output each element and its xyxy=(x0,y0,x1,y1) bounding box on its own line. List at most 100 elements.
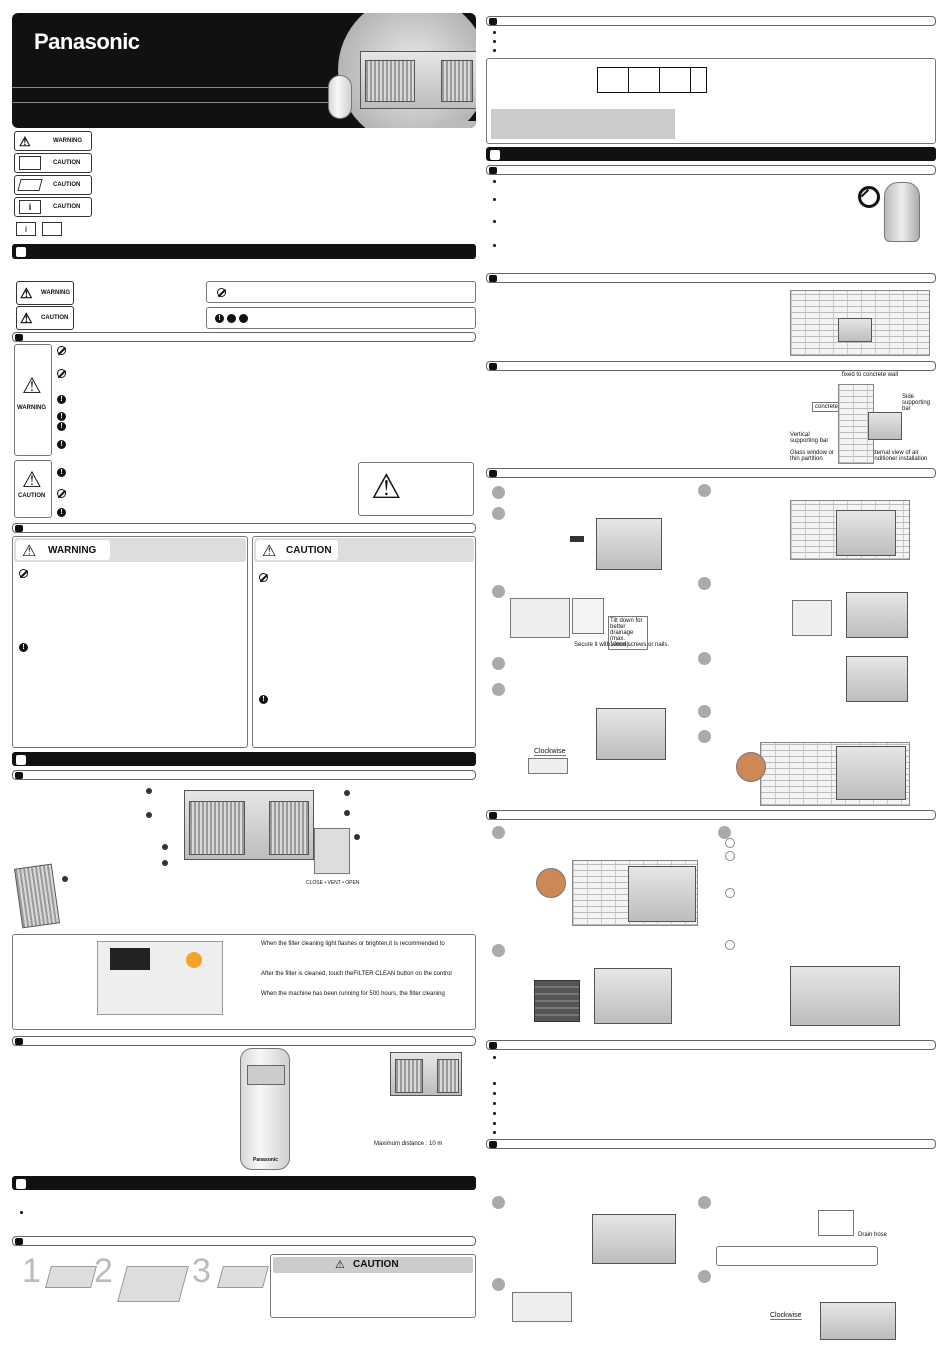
section-bar-parts xyxy=(12,752,476,766)
drain-step-1-unit xyxy=(592,1214,676,1264)
filter-step-b xyxy=(492,944,505,957)
caution-block-label: CAUTION xyxy=(18,493,46,499)
caution-triangle-icon: ⚠ xyxy=(22,467,42,492)
label-vertical-bar: Vertical supporting bar xyxy=(790,432,829,444)
parts-callout-5 xyxy=(344,790,350,796)
subheader-2 xyxy=(12,523,476,533)
prohibit-icon xyxy=(57,369,66,378)
subheader-parts xyxy=(12,770,476,780)
mandatory-icon: ! xyxy=(57,422,66,431)
open-book-icon xyxy=(19,156,41,170)
mandatory-icon: ! xyxy=(19,643,28,652)
mandatory-icon: ! xyxy=(57,395,66,404)
control-panel-box: When the filter cleaning light flashes o… xyxy=(12,934,476,1030)
caution-triangle-icon: ⚠ xyxy=(262,543,277,560)
panel-note-1: When the filter cleaning light flashes o… xyxy=(261,941,445,947)
parts-callout-2 xyxy=(146,812,152,818)
filter-step-2-image xyxy=(117,1266,189,1302)
prohibit-icon xyxy=(57,489,66,498)
mandatory-icon: ! xyxy=(57,508,66,517)
caution-notice-box: ⚠ CAUTION xyxy=(270,1254,476,1318)
install-step-5 xyxy=(492,683,505,696)
mandatory-legend-box: ! xyxy=(206,307,476,329)
filter-step-a-unit xyxy=(628,866,696,922)
section-bar-installation xyxy=(486,147,936,161)
tilt-note: Tilt down for better drainage (max. 10mm… xyxy=(608,616,648,650)
label-side-bar: Side supporting bar xyxy=(902,394,931,412)
step-3-number: 3 xyxy=(192,1252,211,1290)
install-step-9 xyxy=(698,705,711,718)
install-step-7-detail xyxy=(792,600,832,636)
louver-image xyxy=(14,863,60,929)
legend-caution-label-2: CAUTION xyxy=(53,182,81,188)
clockwise-label-2: Clockwise xyxy=(770,1312,802,1320)
caution-notice-title: CAUTION xyxy=(353,1259,399,1270)
filter-step-3-image xyxy=(217,1266,269,1288)
warning-triangle-icon: ⚠ xyxy=(20,285,33,301)
unplug-icon xyxy=(239,314,248,323)
header-tag xyxy=(436,121,476,128)
info-book-icon: i xyxy=(19,200,41,214)
subheader-r5 xyxy=(486,468,936,478)
install-step-7-image xyxy=(846,592,908,638)
parts-callout-1 xyxy=(146,788,152,794)
panel-note-3: When the machine has been running for 50… xyxy=(261,991,445,997)
parts-unit-image xyxy=(184,790,314,860)
subheader-r4 xyxy=(486,361,936,371)
book-icon xyxy=(42,222,62,236)
mandatory-icon: ! xyxy=(57,440,66,449)
prohibit-icon xyxy=(19,569,28,578)
electrical-info-box xyxy=(486,58,936,144)
control-panel-image xyxy=(97,941,223,1015)
vent-label: CLOSE • VENT • OPEN xyxy=(306,880,360,886)
legend-caution-icon-2: CAUTION xyxy=(14,175,92,195)
install-step-6-image xyxy=(836,510,896,556)
install-step-10-image xyxy=(836,746,906,800)
prohibit-icon xyxy=(57,346,66,355)
legend-caution-label-3: CAUTION xyxy=(53,204,81,210)
install-step-3 xyxy=(492,585,505,598)
remote-max-distance: Maximum distance : 10 m xyxy=(374,1141,443,1147)
subheader-r3 xyxy=(486,273,936,283)
warning-block: ⚠ WARNING xyxy=(14,344,52,456)
clockwise-screw-icon xyxy=(528,758,568,774)
drain-step-1 xyxy=(492,1196,505,1209)
subheader-1 xyxy=(12,332,476,342)
drain-hose-image xyxy=(818,1210,854,1236)
parts-callout-8 xyxy=(62,876,68,882)
label-glass-window: Glass window or thin partition xyxy=(790,450,835,462)
install-step-2 xyxy=(492,507,505,520)
subheader-r8 xyxy=(486,1139,936,1149)
warning-triangle-icon: ⚠ xyxy=(22,543,37,560)
warning-panel: ⚠ WARNING ! xyxy=(12,536,248,748)
drain-step-3 xyxy=(492,1278,505,1291)
install-step-6 xyxy=(698,484,711,497)
parts-callout-6 xyxy=(344,810,350,816)
filter-cassette-image xyxy=(534,980,580,1022)
installation-wall-unit xyxy=(838,318,872,342)
legend-warning-label: WARNING xyxy=(53,138,82,144)
parts-callout-7 xyxy=(354,834,360,840)
install-step-2-image xyxy=(596,518,662,570)
safety-caution-icon: ⚠ CAUTION xyxy=(16,306,74,330)
step-1-number: 1 xyxy=(22,1252,41,1290)
label-fixed-concrete: fixed to concrete wall xyxy=(842,372,899,378)
remote-brand: Panasonic xyxy=(253,1157,279,1163)
caution-block: ⚠ CAUTION xyxy=(14,460,52,518)
drain-step-4-unit xyxy=(820,1302,896,1340)
parts-callout-3 xyxy=(162,844,168,850)
info-book-pair-icon: i xyxy=(16,222,36,236)
section-bar-batteries xyxy=(12,1176,476,1190)
drain-step-2 xyxy=(698,1196,711,1209)
vent-lever-image xyxy=(314,828,350,874)
subheader-remote xyxy=(12,1036,476,1046)
subheader-r7 xyxy=(486,1040,936,1050)
install-step-1 xyxy=(492,486,505,499)
bracket-unit-image xyxy=(868,412,902,440)
drain-hose-label: Drain hose xyxy=(858,1232,888,1238)
header-remote-image xyxy=(328,75,352,119)
install-step-3-image xyxy=(510,598,570,638)
remote-image: Panasonic xyxy=(240,1048,290,1170)
flame-triangle-icon: ⚠ xyxy=(371,468,402,506)
screwdriver-icon xyxy=(570,536,584,542)
